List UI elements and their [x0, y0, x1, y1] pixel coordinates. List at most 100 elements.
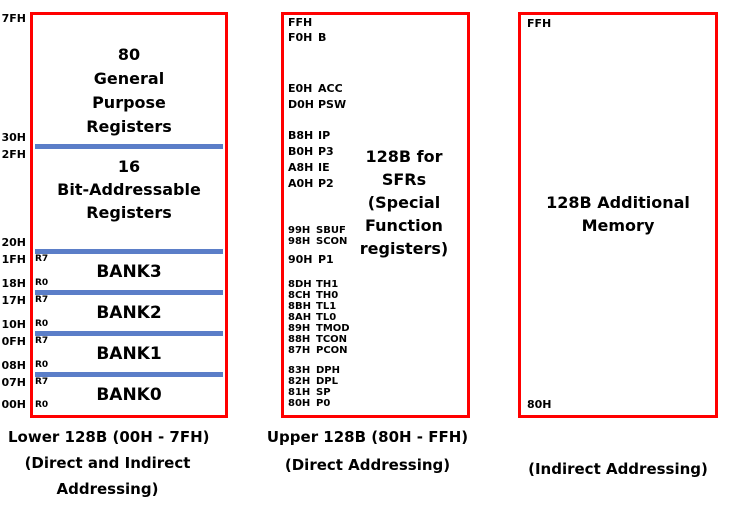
register-marker: R0 [35, 400, 49, 410]
sfr-register-name: TL0 [316, 312, 337, 323]
register-marker: R7 [35, 254, 49, 264]
section-divider-bar [35, 331, 223, 336]
sfr-row: D0H PSW [288, 99, 346, 111]
section-divider-bar [35, 249, 223, 254]
sfr-register-name: SCON [316, 236, 348, 247]
sfr-address: B8H [288, 129, 314, 142]
sfr-register-name: DPH [316, 365, 340, 376]
additional-addressing-caption: (Indirect Addressing) [528, 460, 708, 478]
sfr-address: 81H [288, 387, 311, 398]
sfr-row: 80H P0 [288, 398, 330, 409]
sfr-register-name: P3 [318, 145, 334, 158]
sfr-row: A8H IE [288, 162, 330, 174]
sfr-register-name: P1 [318, 253, 334, 266]
sfr-address: 82H [288, 376, 311, 387]
sfr-row: 88H TCON [288, 334, 347, 345]
sfr-row: 87H PCON [288, 345, 348, 356]
address-label: 10H [1, 318, 26, 331]
sfr-address: 99H [288, 225, 311, 236]
sfr-address: E0H [288, 82, 313, 95]
sfr-address: B0H [288, 145, 314, 158]
section-divider-bar [35, 290, 223, 295]
sfr-row: 99H SBUF [288, 225, 346, 236]
bank0-label: BANK0 [96, 385, 162, 405]
sfr-address: 89H [288, 323, 311, 334]
sfr-register-name: P0 [316, 398, 331, 409]
sfr-register-name: TL1 [316, 301, 337, 312]
address-label: 80H [527, 398, 552, 411]
upper-addressing-caption: (Direct Addressing) [284, 456, 451, 474]
address-label: 17H [1, 294, 26, 307]
sfr-address: 87H [288, 345, 311, 356]
address-label: 18H [1, 277, 26, 290]
address-label: 0FH [1, 335, 26, 348]
address-label: 2FH [1, 148, 26, 161]
section-divider-bar [35, 372, 223, 377]
sfr-address: 80H [288, 398, 311, 409]
bank2-label: BANK2 [96, 303, 162, 323]
sfr-row: E0H ACC [288, 83, 343, 95]
sfr-register-name: PSW [318, 98, 347, 111]
sfr-address: 8DH [288, 279, 312, 290]
sfr-row: 8DH TH1 [288, 279, 338, 290]
sfr-row: A0H P2 [288, 178, 334, 190]
sfr-register-name: B [318, 31, 327, 44]
sfr-row: 8AH TL0 [288, 312, 336, 323]
sfr-address: A8H [288, 161, 314, 174]
lower-128b-box: 80 General Purpose Registers 16 Bit-Addr… [30, 12, 228, 418]
sfr-address: 8BH [288, 301, 311, 312]
address-label: 00H [1, 398, 26, 411]
sfr-register-name: TCON [316, 334, 348, 345]
address-label: 20H [1, 236, 26, 249]
register-marker: R0 [35, 360, 49, 370]
sfr-register-name: P2 [318, 177, 334, 190]
lower-128b-caption: Lower 128B (00H - 7FH) [8, 428, 210, 446]
sfr-register-name: SBUF [316, 225, 346, 236]
address-label: 7FH [1, 12, 26, 25]
sfr-register-name: TH1 [316, 279, 339, 290]
address-label: FFH [527, 17, 552, 30]
sfr-address: A0H [288, 177, 314, 190]
upper-128b-caption: Upper 128B (80H - FFH) [266, 428, 469, 446]
register-marker: R7 [35, 377, 49, 387]
sfr-row: 98H SCON [288, 236, 347, 247]
section-divider-bar [35, 144, 223, 149]
sfr-address: D0H [288, 98, 314, 111]
address-label: 30H [1, 131, 26, 144]
sfr-address: 8AH [288, 312, 312, 323]
sfr-address: 98H [288, 236, 311, 247]
lower-addressing-caption: (Direct and Indirect Addressing) [24, 454, 191, 498]
additional-memory-label: 128B Additional Memory [546, 193, 690, 235]
sfr-register-name: TH0 [316, 290, 339, 301]
sfr-address: FFH [288, 16, 313, 29]
sfr-register-name: IE [318, 161, 330, 174]
register-marker: R7 [35, 295, 49, 305]
register-marker: R0 [35, 278, 49, 288]
sfr-row: 8BH TL1 [288, 301, 336, 312]
bit-addressable-registers-label: 16 Bit-Addressable Registers [57, 157, 201, 222]
sfr-register-name: PCON [316, 345, 348, 356]
sfr-row: B0H P3 [288, 146, 334, 158]
sfr-description-label: 128B for SFRs (Special Function register… [359, 147, 449, 258]
sfr-row: FFH [288, 17, 318, 29]
register-marker: R0 [35, 319, 49, 329]
address-label: 08H [1, 359, 26, 372]
sfr-register-name: SP [316, 387, 331, 398]
lower-address-column: 7FH 30H 2FH 20H 1FH 18H 17H 10H 0FH 08H … [0, 0, 28, 420]
address-label: 1FH [1, 253, 26, 266]
sfr-register-name: DPL [316, 376, 339, 387]
register-marker: R7 [35, 336, 49, 346]
sfr-register-name: ACC [318, 82, 343, 95]
address-label: 07H [1, 376, 26, 389]
bank1-label: BANK1 [96, 344, 162, 364]
sfr-row: 82H DPL [288, 376, 338, 387]
additional-memory-box: FFH 80H 128B Additional Memory [518, 12, 718, 418]
sfr-address: 88H [288, 334, 311, 345]
bank3-label: BANK3 [96, 262, 162, 282]
